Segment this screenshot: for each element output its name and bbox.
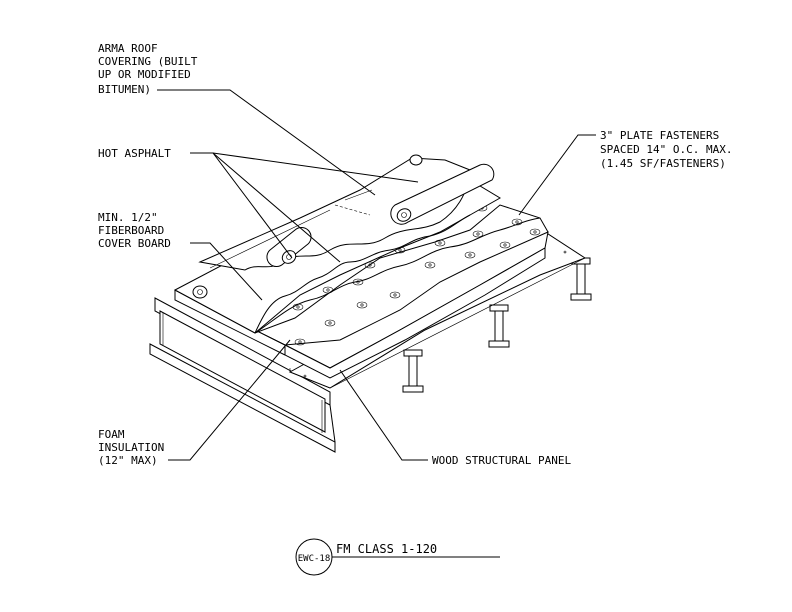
leader-foam <box>168 339 291 461</box>
fiberboard-line-2: FIBERBOARD <box>98 224 164 237</box>
steel-joist-2 <box>488 304 510 348</box>
callout-foam: FOAM INSULATION (12" MAX) <box>98 428 164 467</box>
foam-line-2: INSULATION <box>98 441 164 454</box>
fasteners-line-3: (1.45 SF/FASTENERS) <box>600 157 726 170</box>
steel-joist-3 <box>570 257 592 301</box>
leader-hot-asphalt-c <box>212 152 419 183</box>
callout-hot-asphalt: HOT ASPHALT <box>98 147 171 160</box>
fiberboard-line-1: MIN. 1/2" <box>98 211 158 224</box>
callout-arma: ARMA ROOF COVERING (BUILT UP OR MODIFIED… <box>98 42 198 96</box>
callout-fiberboard: MIN. 1/2" FIBERBOARD COVER BOARD <box>98 211 171 250</box>
foam-line-1: FOAM <box>98 428 125 441</box>
fasteners-line-2: SPACED 14" O.C. MAX. <box>600 143 732 156</box>
leader-fasteners <box>518 134 596 216</box>
roll-right <box>390 163 495 225</box>
arma-line-1: ARMA ROOF <box>98 42 158 55</box>
roll-edge-top <box>409 154 423 166</box>
arma-line-2: COVERING (BUILT <box>98 55 198 68</box>
title-block: EWC-18 FM CLASS 1-120 <box>295 538 500 576</box>
steel-joist-1 <box>402 349 424 393</box>
leader-hot-asphalt-b <box>212 152 341 263</box>
detail-title: FM CLASS 1-120 <box>336 542 437 556</box>
foam-line-3: (12" MAX) <box>98 454 158 467</box>
leader-arma <box>157 89 376 196</box>
arma-line-3: UP OR MODIFIED <box>98 68 191 81</box>
callout-fasteners: 3" PLATE FASTENERS SPACED 14" O.C. MAX. … <box>600 129 732 170</box>
steel-beams <box>149 257 592 453</box>
main-steel-beam <box>149 297 336 453</box>
fasteners-line-1: 3" PLATE FASTENERS <box>600 129 719 142</box>
leader-lines <box>157 89 596 461</box>
callout-wood-panel: WOOD STRUCTURAL PANEL <box>432 454 571 467</box>
leader-fiberboard <box>190 242 263 301</box>
leader-wood-panel <box>339 369 428 461</box>
fiberboard-line-3: COVER BOARD <box>98 237 171 250</box>
roll-edge-left <box>192 285 208 299</box>
roll-left <box>266 226 312 268</box>
detail-id: EWC-18 <box>298 554 331 564</box>
roof-covering <box>173 154 541 334</box>
arma-line-4: BITUMEN) <box>98 83 151 96</box>
